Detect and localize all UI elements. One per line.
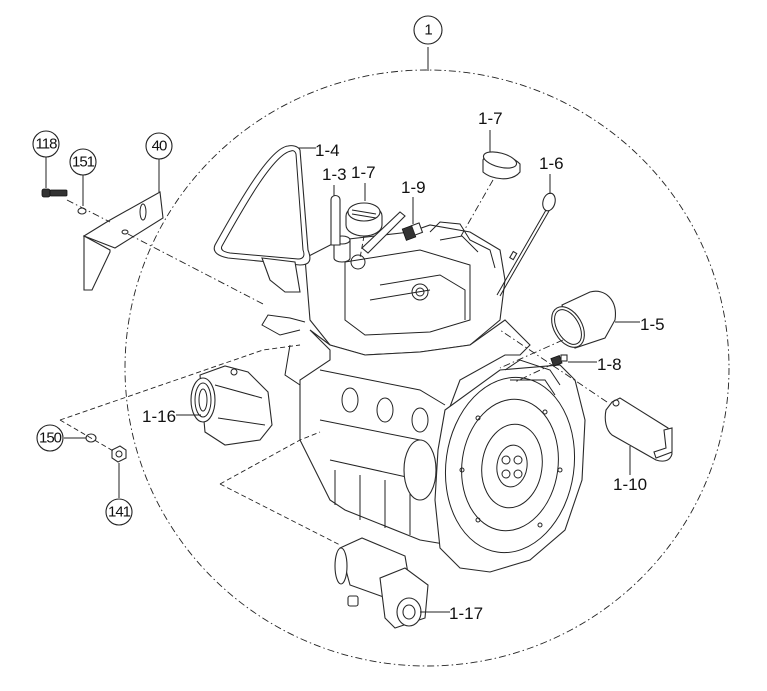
leader-cap-to-head <box>359 235 365 259</box>
part-sensor-switch-1-9[interactable] <box>401 222 424 241</box>
assembly-callout-1[interactable]: 1 <box>413 15 443 71</box>
svg-text:1-7: 1-7 <box>351 163 376 182</box>
part-v-belt[interactable] <box>213 145 311 266</box>
svg-text:1-17: 1-17 <box>449 604 483 623</box>
callout-141[interactable]: 141 <box>105 463 133 526</box>
leader-alternator-lower <box>219 431 321 485</box>
assembly-boundary <box>124 69 730 667</box>
part-dipstick[interactable] <box>496 192 557 297</box>
label-1-4[interactable]: 1-4 <box>298 141 340 160</box>
label-1-10[interactable]: 1-10 <box>613 446 647 494</box>
svg-text:1-6: 1-6 <box>539 154 564 173</box>
part-injector-pipe <box>361 211 406 254</box>
callout-40[interactable]: 40 <box>145 132 173 192</box>
svg-text:40: 40 <box>152 138 167 155</box>
label-1-3[interactable]: 1-3 <box>322 165 347 196</box>
label-1-8[interactable]: 1-8 <box>568 355 622 374</box>
leader-sensor-1-8 <box>514 363 554 383</box>
leader-starter <box>219 483 341 546</box>
leader-bolt-axis <box>66 199 111 223</box>
leader-oil-filter <box>499 339 564 369</box>
part-starter-motor[interactable] <box>334 537 429 629</box>
part-bracket-40[interactable] <box>82 191 164 291</box>
label-1-9[interactable]: 1-9 <box>401 178 426 224</box>
svg-text:1-10: 1-10 <box>613 475 647 494</box>
svg-text:1-9: 1-9 <box>401 178 426 197</box>
part-alternator[interactable] <box>190 365 273 446</box>
assembly-callout-text: 1 <box>424 22 432 39</box>
label-1-6[interactable]: 1-6 <box>539 154 564 194</box>
svg-text:1-3: 1-3 <box>322 165 347 184</box>
svg-text:1-7: 1-7 <box>478 109 503 128</box>
part-oil-filter[interactable] <box>545 290 616 353</box>
svg-text:151: 151 <box>72 154 95 171</box>
leader-nut-axis <box>59 419 116 453</box>
callout-151[interactable]: 151 <box>69 148 97 206</box>
label-1-16[interactable]: 1-16 <box>142 407 201 426</box>
leader-cap-right <box>460 179 494 237</box>
part-sensor-switch-1-8[interactable] <box>550 354 568 367</box>
part-cap-right[interactable] <box>482 149 521 180</box>
label-1-17[interactable]: 1-17 <box>420 604 483 623</box>
leader-bracket-to-engine <box>127 233 266 306</box>
engine-block <box>261 221 586 573</box>
part-breather-pipe[interactable] <box>330 194 341 246</box>
part-nut-141[interactable] <box>111 445 127 463</box>
svg-text:1-8: 1-8 <box>597 355 622 374</box>
svg-text:1-16: 1-16 <box>142 407 176 426</box>
leader-fuel-filter <box>499 329 608 403</box>
part-fan <box>261 257 301 293</box>
svg-text:150: 150 <box>39 430 62 447</box>
callout-118[interactable]: 118 <box>32 130 60 188</box>
label-1-7-right[interactable]: 1-7 <box>478 109 503 152</box>
svg-text:1-4: 1-4 <box>315 141 340 160</box>
svg-text:118: 118 <box>36 136 58 153</box>
label-1-7-left[interactable]: 1-7 <box>351 163 376 201</box>
callout-150[interactable]: 150 <box>36 424 86 452</box>
part-fuel-filter[interactable] <box>604 397 673 462</box>
label-1-5[interactable]: 1-5 <box>615 315 665 334</box>
svg-text:1-5: 1-5 <box>640 315 665 334</box>
svg-text:141: 141 <box>108 504 131 521</box>
part-bolt-118[interactable] <box>41 188 68 198</box>
part-oil-filler-cap[interactable] <box>345 202 383 237</box>
